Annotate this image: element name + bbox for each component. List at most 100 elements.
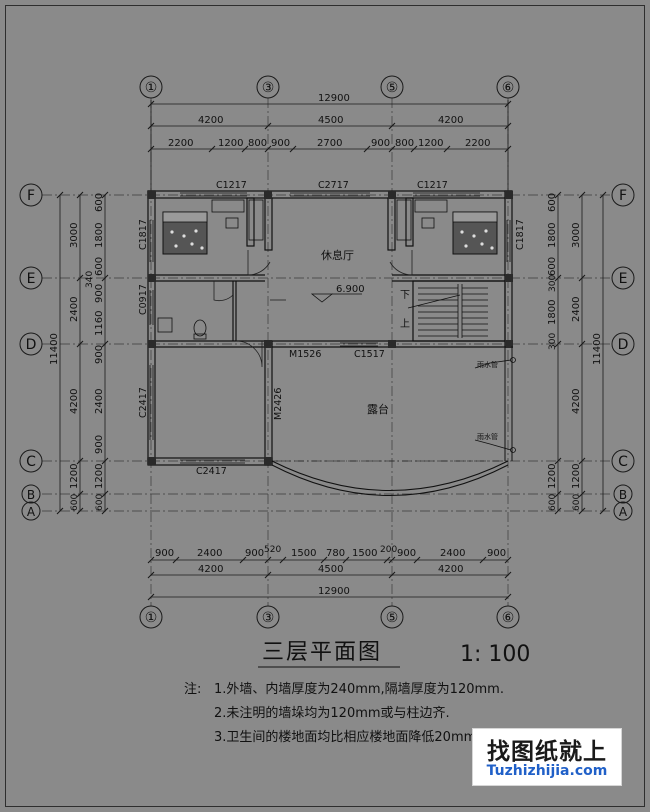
axis-label-row-a-right: A — [619, 505, 628, 519]
dim-bottom-part-3: 900 — [245, 548, 264, 559]
dim-left-part-6: 1160 — [94, 311, 105, 336]
axis-label-row-f-left: F — [27, 188, 35, 204]
axis-label-row-b-right: B — [619, 488, 627, 502]
room-label-lounge: 休息厅 — [321, 248, 354, 262]
dim-top-overall: 12900 — [318, 93, 350, 104]
dim-left-bay-2: 2400 — [69, 297, 80, 322]
dim-top-part-6: 900 — [371, 138, 390, 149]
dim-left-part-8: 2400 — [94, 389, 105, 414]
axis-label-col-6-bottom: ⑥ — [502, 610, 515, 626]
dim-bottom-part-5: 1500 — [291, 548, 316, 559]
axis-label-row-a-left: A — [27, 505, 36, 519]
room-label-terrace: 露台 — [367, 402, 389, 416]
axis-label-row-b-left: B — [27, 488, 35, 502]
dim-left-bay-3: 4200 — [69, 389, 80, 414]
door-label-m1526: M1526 — [289, 349, 321, 360]
bed-right — [452, 211, 498, 255]
bed-left — [162, 211, 208, 255]
dim-left-bay-4: 1200 — [69, 464, 80, 489]
dim-right-part-5: 1800 — [547, 300, 558, 325]
axis-label-row-c-right: C — [618, 454, 628, 470]
axis-label-row-f-right: F — [619, 188, 627, 204]
dim-left-overall: 11400 — [49, 333, 60, 365]
window-label-c1517: C1517 — [354, 349, 385, 360]
dim-right-bay-4: 1200 — [571, 464, 582, 489]
dim-top-bay-3: 4200 — [438, 115, 463, 126]
dim-left-part-4: 340 — [85, 271, 95, 288]
door-label-m2426: M2426 — [273, 388, 284, 420]
axis-label-col-1-top: ① — [145, 80, 158, 96]
axis-label-row-c-left: C — [26, 454, 36, 470]
dim-top-part-2: 1200 — [218, 138, 243, 149]
watermark-line-1: 找图纸就上 — [487, 739, 607, 765]
note-line-3: 3.卫生间的楼地面均比相应楼地面降低20mm. — [214, 729, 480, 745]
window-symbols — [149, 192, 511, 464]
axis-label-col-1-bottom: ① — [145, 610, 158, 626]
dim-bottom-bay-1: 4200 — [198, 564, 223, 575]
bathroom-fixtures — [157, 317, 207, 340]
dim-top-bay-1: 4200 — [198, 115, 223, 126]
dim-bottom-bay-2: 4500 — [318, 564, 343, 575]
dim-right-bay-3: 4200 — [571, 389, 582, 414]
dim-top-bay-2: 4500 — [318, 115, 343, 126]
stair-down-label: 下 — [400, 290, 410, 301]
axis-label-row-e-right: E — [619, 271, 628, 287]
axis-label-row-e-left: E — [27, 271, 36, 287]
dim-right-part-1: 600 — [547, 193, 558, 212]
dim-left-part-3: 600 — [94, 257, 105, 276]
axis-label-col-3-bottom: ③ — [262, 610, 275, 626]
dim-top-part-3: 800 — [248, 138, 267, 149]
window-label-c2717: C2717 — [318, 180, 349, 191]
elevation-label: 6.900 — [336, 284, 365, 295]
drawing-scale: 1: 100 — [460, 642, 530, 667]
downpipe-label-2: 雨水管 — [477, 432, 498, 441]
dim-top-part-9: 2200 — [465, 138, 490, 149]
dim-top-part-4: 900 — [271, 138, 290, 149]
dim-bottom-part-11: 900 — [487, 548, 506, 559]
dim-bottom-part-1: 900 — [155, 548, 174, 559]
dim-left-part-2: 1800 — [94, 223, 105, 248]
axis-bubbles — [19, 75, 635, 629]
dim-right-bay-5: 600 — [572, 494, 582, 511]
dim-left-bay-5: 600 — [70, 494, 80, 511]
window-label-c1217-left: C1217 — [216, 180, 247, 191]
window-label-c0917: C0917 — [138, 284, 149, 315]
dim-left-bay-1: 3000 — [69, 223, 80, 248]
dim-bottom-part-2: 2400 — [197, 548, 222, 559]
note-line-2: 2.未注明的墙垛均为120mm或与柱边齐. — [214, 705, 450, 721]
dim-top-part-7: 800 — [395, 138, 414, 149]
note-line-1: 1.外墙、内墙厚度为240mm,隔墙厚度为120mm. — [214, 681, 504, 697]
dim-right-part-6: 300 — [548, 333, 558, 350]
notes-prefix: 注: — [184, 682, 201, 697]
dim-bottom-part-7: 1500 — [352, 548, 377, 559]
axis-label-col-5-top: ⑤ — [386, 80, 399, 96]
bedroom-furniture — [211, 199, 448, 241]
axis-label-row-d-left: D — [26, 337, 37, 353]
stair-up-label: 上 — [400, 318, 410, 330]
drawing-frame — [5, 5, 645, 807]
axis-label-col-5-bottom: ⑤ — [386, 610, 399, 626]
watermark-badge: 找图纸就上 Tuzhizhijia.com — [472, 728, 622, 786]
dim-left-part-11: 600 — [95, 494, 105, 511]
dim-left-part-5: 900 — [94, 284, 105, 303]
dim-left-part-1: 600 — [94, 193, 105, 212]
dimension-ticks — [56, 100, 607, 601]
door-swings — [213, 250, 413, 368]
dim-left-part-9: 900 — [94, 435, 105, 454]
window-label-c2417-left: C2417 — [138, 387, 149, 418]
dim-right-bay-1: 3000 — [571, 223, 582, 248]
window-label-c2417-bottom: C2417 — [196, 466, 227, 477]
staircase — [407, 284, 488, 338]
axis-label-col-3-top: ③ — [262, 80, 275, 96]
window-label-c1817-right: C1817 — [515, 219, 526, 250]
dim-right-part-3: 600 — [547, 257, 558, 276]
dim-right-part-8: 600 — [548, 494, 558, 511]
dim-right-overall: 11400 — [592, 333, 603, 365]
window-label-c1217-right: C1217 — [417, 180, 448, 191]
downpipe-label-1: 雨水管 — [477, 360, 498, 369]
dim-bottom-bay-3: 4200 — [438, 564, 463, 575]
downpipes — [474, 357, 516, 453]
dim-right-part-7: 1200 — [547, 464, 558, 489]
axis-label-col-6-top: ⑥ — [502, 80, 515, 96]
